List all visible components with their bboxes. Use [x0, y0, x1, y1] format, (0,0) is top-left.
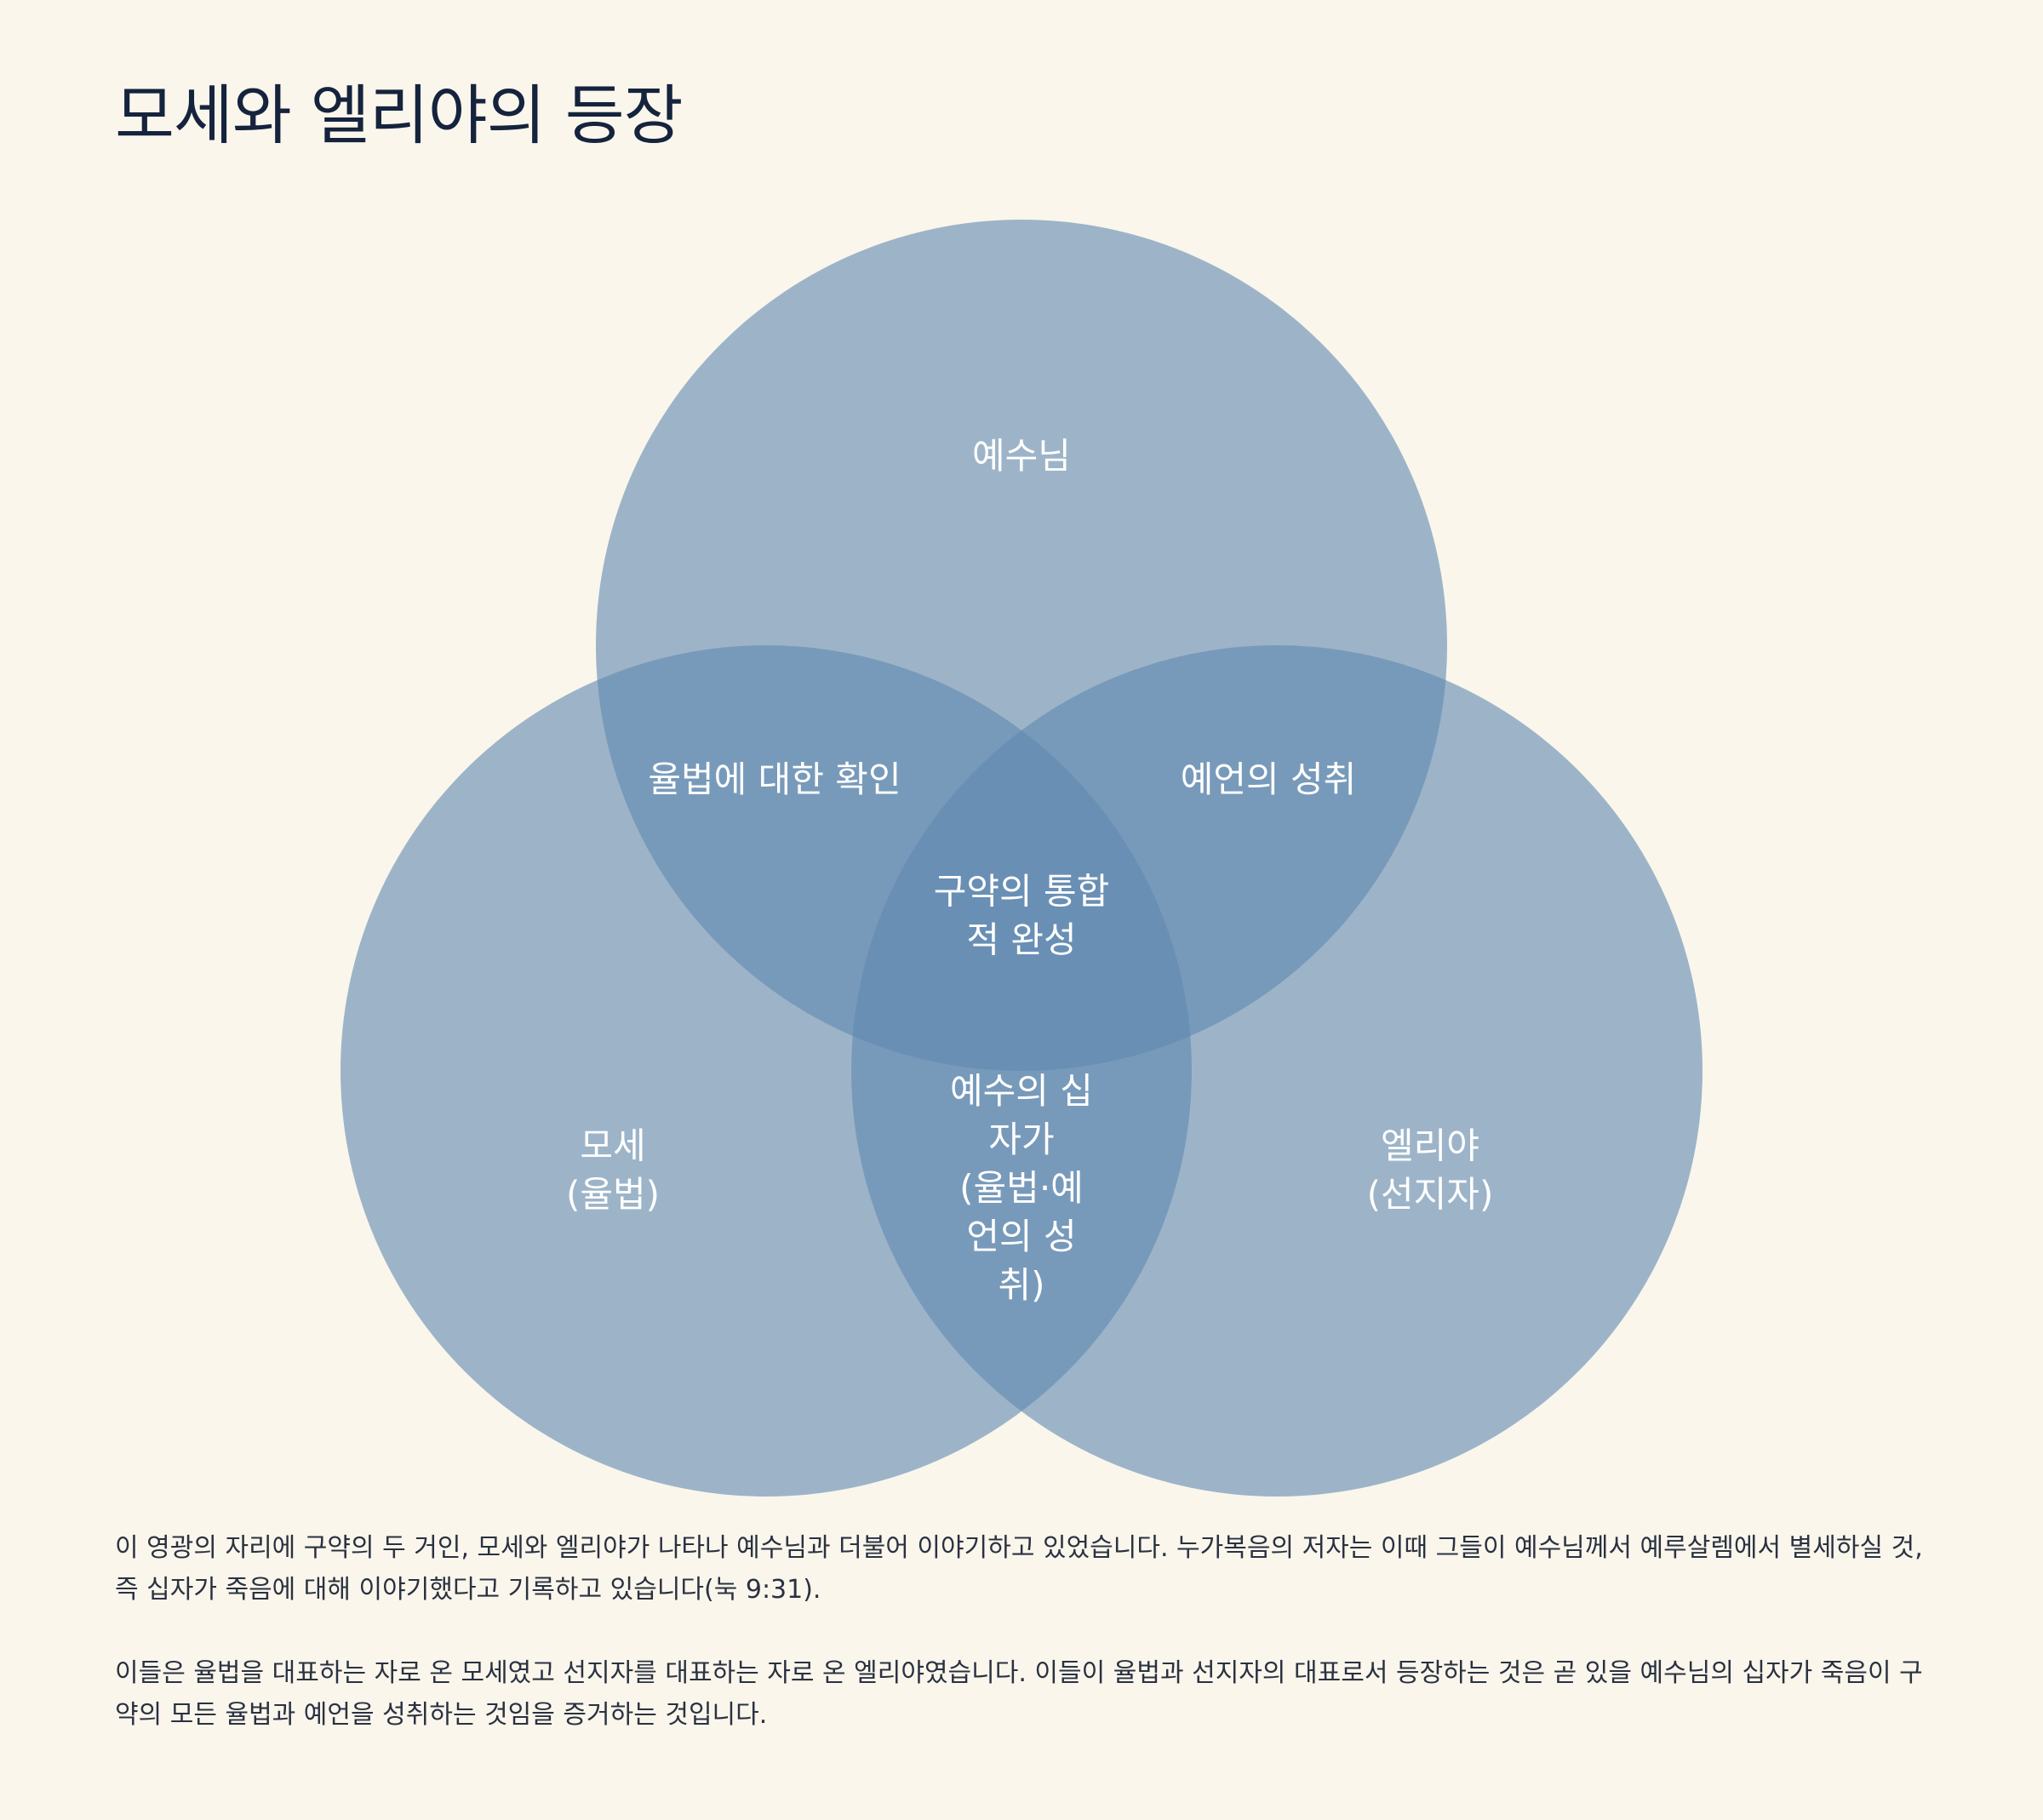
label-line: 예수의 십 [950, 1070, 1093, 1112]
description-paragraph-2: 이들은 율법을 대표하는 자로 온 모세였고 선지자를 대표하는 자로 온 엘리… [115, 1658, 1923, 1730]
venn-diagram: 예수님 모세 (율법) 엘리야 (선지자) 율법에 대한 확인 예언의 성취 예수의… [340, 220, 1702, 1497]
label-overlap-jesus-moses: 율법에 대한 확인 [648, 758, 901, 800]
description-paragraph-1: 이 영광의 자리에 구약의 두 거인, 모세와 엘리야가 나타나 예수님과 더불… [115, 1533, 1923, 1605]
label-line: 구약의 통합 [934, 870, 1110, 912]
label-line: (선지자) [1367, 1173, 1494, 1215]
label-line: (율법·예 [959, 1167, 1084, 1209]
label-line: 엘리야 [1381, 1125, 1479, 1166]
label-line: 예언의 성취 [1181, 758, 1357, 800]
label-elijah: 엘리야 (선지자) [1367, 1125, 1494, 1215]
label-overlap-jesus-elijah: 예언의 성취 [1181, 758, 1357, 800]
label-line: 언의 성 [966, 1216, 1076, 1257]
label-line: 율법에 대한 확인 [648, 758, 901, 800]
label-line: 자가 [988, 1119, 1054, 1160]
label-line: 취) [998, 1264, 1044, 1306]
label-line: (율법) [566, 1173, 660, 1215]
label-line: 예수님 [972, 435, 1071, 477]
circle-elijah [851, 645, 1702, 1497]
page-title: 모세와 엘리야의 등장 [115, 77, 684, 153]
label-moses: 모세 (율법) [566, 1125, 660, 1215]
label-line: 모세 [580, 1125, 645, 1166]
label-line: 적 완성 [966, 919, 1076, 960]
label-jesus: 예수님 [972, 435, 1071, 477]
